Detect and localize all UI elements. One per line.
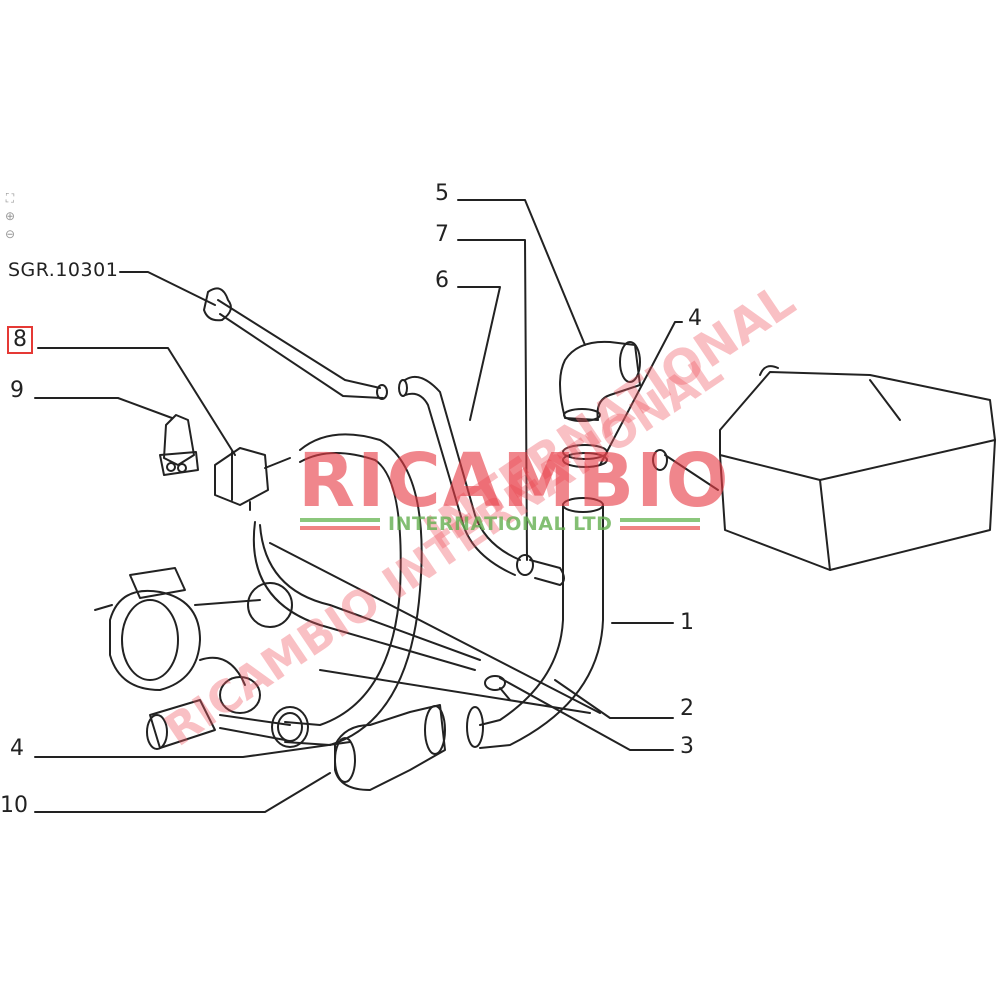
zoom-out-icon[interactable]: ⊖ — [4, 227, 16, 241]
part-10-intake — [334, 704, 446, 791]
callout-3[interactable]: 3 — [680, 734, 694, 759]
hose-6 — [398, 376, 565, 586]
air-filter-box — [652, 365, 996, 571]
callout-5[interactable]: 5 — [435, 181, 449, 206]
callout-2[interactable]: 2 — [680, 696, 694, 721]
part-4-clamp-upper — [562, 444, 608, 468]
callout-4-lower[interactable]: 4 — [10, 736, 24, 761]
zoom-in-icon[interactable]: ⊕ — [4, 209, 16, 223]
part-8-valve — [214, 447, 291, 511]
part-3-clamp — [484, 675, 511, 701]
callout-1[interactable]: 1 — [680, 610, 694, 635]
part-9-bracket — [159, 414, 199, 476]
callout-7[interactable]: 7 — [435, 222, 449, 247]
part-2-hose — [252, 433, 481, 746]
callout-9[interactable]: 9 — [10, 378, 24, 403]
turbocharger — [94, 567, 293, 750]
sgr-tube — [203, 287, 388, 400]
part-5-elbow — [559, 340, 641, 422]
viewer-toolbar: ⛶ ⊕ ⊖ — [2, 190, 24, 244]
reference-sgr-label[interactable]: SGR.10301 — [8, 259, 119, 281]
leader-lines — [34, 199, 683, 813]
callout-6[interactable]: 6 — [435, 268, 449, 293]
part-4-clamp-lower — [271, 706, 309, 748]
callout-4-upper[interactable]: 4 — [688, 306, 702, 331]
fit-icon[interactable]: ⛶ — [5, 191, 15, 205]
part-1-pipe — [466, 497, 604, 749]
callout-10[interactable]: 10 — [0, 793, 28, 818]
callout-8[interactable]: 8 — [7, 326, 33, 354]
